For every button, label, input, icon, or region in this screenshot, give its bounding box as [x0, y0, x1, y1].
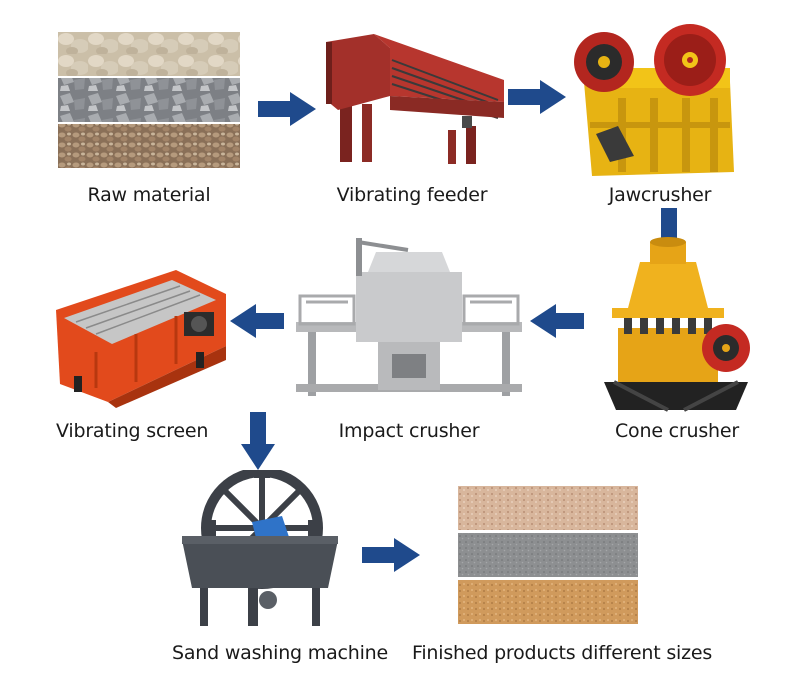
raw-material-image [58, 32, 240, 168]
vibrating-screen-label: Vibrating screen [56, 420, 209, 442]
cone-crusher-label: Cone crusher [614, 420, 739, 442]
arrow-left-icon [530, 304, 584, 338]
impact-crusher-image [296, 236, 522, 404]
jaw-crusher-label: Jawcrusher [608, 184, 712, 206]
arrow-right-icon [362, 538, 420, 572]
finished-products-image [458, 486, 638, 624]
vibrating-screen-image [56, 264, 228, 408]
sand-washing-machine-image [178, 470, 342, 628]
sand-washing-machine-label: Sand washing machine [171, 642, 389, 664]
arrow-down-icon [655, 208, 683, 238]
arrow-right-icon [508, 80, 566, 114]
cone-crusher-image [598, 232, 756, 412]
vibrating-feeder-image [318, 30, 506, 170]
arrow-down-icon [241, 412, 275, 470]
vibrating-feeder-label: Vibrating feeder [336, 184, 488, 206]
finished-products-label: Finished products different sizes [412, 642, 713, 664]
arrow-left-icon [230, 304, 284, 338]
arrow-right-icon [258, 92, 316, 126]
raw-material-label: Raw material [87, 184, 211, 206]
impact-crusher-label: Impact crusher [338, 420, 480, 442]
jaw-crusher-image [570, 22, 750, 178]
